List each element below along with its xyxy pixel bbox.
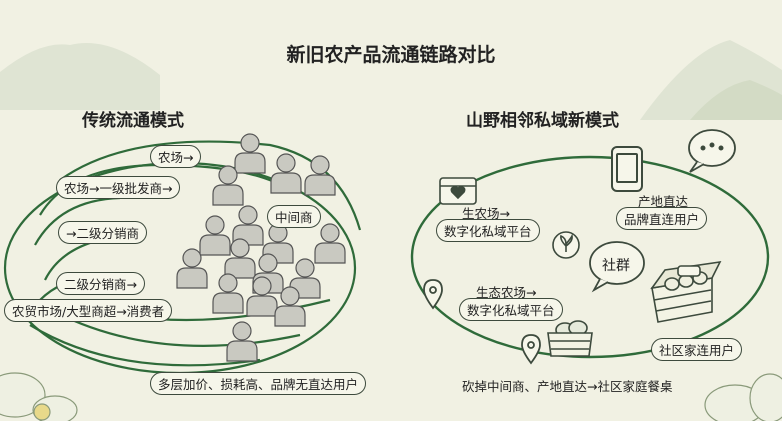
basket-icon [547,320,593,357]
mountain-right-2 [690,80,782,120]
mountain-left [0,43,160,110]
person-16 [226,321,258,362]
heart-crate-icon [439,177,477,205]
person-13 [212,273,244,314]
label-community: 社群 [602,258,630,274]
person-1 [234,133,266,174]
label-farm: 农场→ [150,145,202,168]
phone-icon [611,146,643,192]
bottom-left-flowers [0,372,78,421]
community-bubble-icon [589,241,645,293]
label-farm-wholesale: 农场→一级批发商→ [56,176,181,199]
traditional-caption: 多层加价、损耗高、品牌无直达用户 [150,372,367,395]
swirl-6 [29,324,261,367]
swirl-7 [54,311,301,347]
new-model-caption: 砍掉中间商、产地直达→社区家庭餐桌 [462,379,673,394]
label-eco-farm-2-line2: 数字化私域平台 [459,298,563,321]
person-5 [199,215,231,256]
bottom-right-flowers [704,373,782,421]
label-direct-line1: 产地直达 [638,194,689,209]
person-4 [304,155,336,196]
location-pin-icon-left [423,279,443,310]
label-market-consumer: 农贸市场/大型商超→消费者 [4,299,173,322]
person-8 [314,223,346,264]
new-model-heading: 山野相邻私域新模式 [466,111,619,131]
label-household: 社区家连用户 [651,338,743,361]
label-second-distributor-b: 二级分销商→ [56,272,145,295]
label-middleman: 中间商 [267,205,321,228]
person-3 [270,153,302,194]
swirl-1 [59,140,362,231]
sprout-bubble-icon [552,231,580,259]
traditional-model-heading: 传统流通模式 [82,111,184,131]
label-eco-farm-1-line1: 生农场→ [462,206,510,221]
label-direct-line2: 品牌直连用户 [616,207,708,230]
location-pin-icon-bottom [521,334,541,365]
new-model-loop [410,155,770,359]
label-second-distributor-a: →二级分销商 [58,221,147,244]
crowd [176,133,346,362]
label-eco-farm-2-line1: 生态农场→ [476,285,537,300]
page-title: 新旧农产品流通链路对比 [286,44,496,66]
chat-bubble-icon [688,129,736,173]
label-eco-farm-1-line2: 数字化私域平台 [436,219,540,242]
egg-crate-icon [650,260,722,323]
